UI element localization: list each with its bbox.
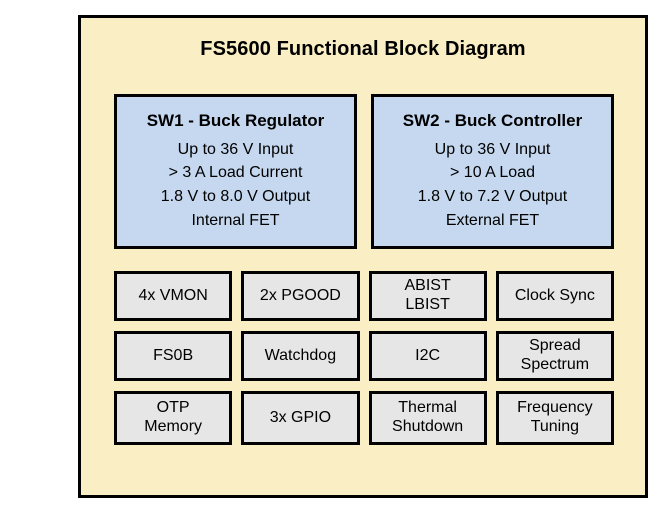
feature-block-grid: 4x VMON 2x PGOOD ABIST LBIST Clock Sync … [114,271,614,445]
sw1-spec-line: Internal FET [191,211,280,229]
feature-block: 2x PGOOD [241,271,360,321]
sw2-spec-line: 1.8 V to 7.2 V Output [417,188,568,205]
feature-block: Clock Sync [495,271,614,321]
feature-label: Spread [529,337,581,355]
feature-label: Shutdown [392,418,464,435]
feature-label: FS0B [153,346,194,364]
feature-block: Spread Spectrum [495,331,614,381]
sw1-spec-line: > 3 A Load Current [168,164,303,182]
feature-label: Memory [144,418,203,435]
sw2-spec-line: Up to 36 V Input [434,140,551,158]
feature-block: 3x GPIO [241,391,360,445]
feature-block: I2C [368,331,487,381]
feature-label: Clock Sync [514,286,595,304]
feature-block: ABIST LBIST [368,271,487,321]
feature-block: OTP Memory [114,391,233,445]
switcher-block-sw1: SW1 - Buck Regulator Up to 36 V Input > … [114,94,357,249]
sw2-title: SW2 - Buck Controller [402,110,583,130]
diagram-frame: FS5600 Functional Block Diagram SW1 - Bu… [78,15,648,498]
feature-label: ABIST [404,277,451,295]
feature-label: OTP [156,399,190,417]
page-title: FS5600 Functional Block Diagram [200,38,526,60]
feature-label: Spectrum [520,356,590,373]
feature-block: 4x VMON [114,271,233,321]
switcher-block-sw2: SW2 - Buck Controller Up to 36 V Input >… [371,94,614,249]
sw2-spec-line: > 10 A Load [450,164,535,182]
feature-block: Frequency Tuning [495,391,614,445]
feature-label: I2C [415,346,441,364]
feature-block: Thermal Shutdown [368,391,487,445]
switcher-block-row: SW1 - Buck Regulator Up to 36 V Input > … [114,94,614,249]
feature-label: Watchdog [264,346,337,364]
feature-block: Watchdog [241,331,360,381]
feature-label: 4x VMON [138,286,208,304]
sw2-spec-line: External FET [445,211,540,229]
sw1-spec-line: Up to 36 V Input [177,140,294,158]
feature-label: Frequency [517,399,593,417]
feature-label: LBIST [405,296,450,313]
sw1-spec-line: 1.8 V to 8.0 V Output [160,188,311,205]
feature-block: FS0B [114,331,233,381]
feature-label: 2x PGOOD [259,286,341,304]
feature-label: Tuning [530,418,580,435]
feature-label: 3x GPIO [269,408,332,426]
feature-label: Thermal [398,399,457,417]
sw1-title: SW1 - Buck Regulator [146,110,325,130]
